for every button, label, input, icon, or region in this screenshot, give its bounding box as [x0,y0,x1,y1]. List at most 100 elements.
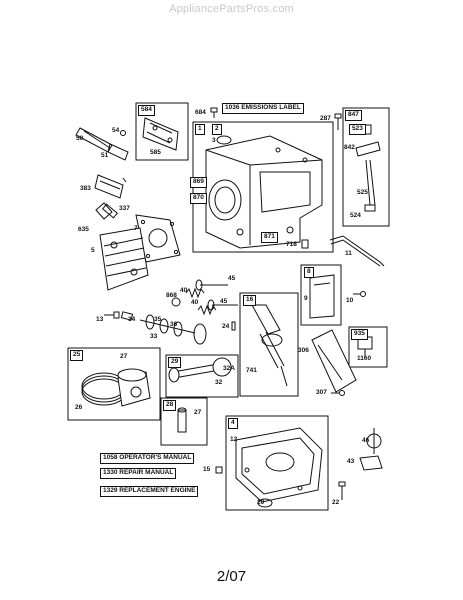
spark-plug-part [95,202,118,220]
callout-306: 306 [298,347,309,354]
callout-22: 22 [332,499,340,506]
callout-13: 13 [96,316,104,323]
callout-54: 54 [112,127,120,134]
key-24-part [231,321,236,331]
valve-spring-40a-part [185,287,205,299]
callout-7: 7 [134,225,138,232]
callout-870: 870 [190,193,207,204]
callout-36: 36 [170,321,178,328]
cover-plate-part [309,274,335,319]
repair-manual-box: 1330 REPAIR MANUAL [100,468,177,479]
page-number: 2/07 [216,568,247,585]
callout-28: 28 [163,400,177,411]
group-frame-4 [225,415,329,511]
callout-1: 1 [195,124,205,135]
replacement-engine-box: 1329 REPLACEMENT ENGINE [100,486,199,497]
callout-524: 524 [350,212,361,219]
callout-26: 26 [75,404,83,411]
cylinder-head-part [99,227,149,291]
callout-287: 287 [320,115,331,122]
wrist-pin-part [177,407,187,433]
callout-871: 871 [261,232,278,243]
site-watermark: AppliancePartsPros.com [169,3,294,15]
group-frame-8 [300,264,342,326]
camshaft-part [139,314,207,345]
sump-bolt-part [338,481,346,500]
group-frame-29 [165,354,239,398]
callout-32: 32 [215,379,223,386]
callout-869: 869 [190,177,207,188]
callout-50: 50 [76,135,84,142]
callout-51: 51 [101,152,109,159]
group-frame-16 [239,292,299,397]
callout-635: 635 [78,226,89,233]
callout-25: 25 [70,350,84,361]
callout-27-b: 27 [194,409,202,416]
callout-868: 868 [166,292,177,299]
callout-584: 584 [138,105,155,116]
callout-27-a: 27 [120,353,128,360]
screw-307-part [331,390,345,396]
callout-2: 2 [212,124,222,135]
group-frame-28 [160,397,208,446]
callout-12: 12 [230,436,238,443]
callout-741: 741 [246,367,257,374]
piston-part [117,368,151,407]
callout-32a: 32A [223,365,235,372]
callout-383: 383 [80,185,91,192]
crankshaft-part [251,304,288,387]
callout-24: 24 [222,323,230,330]
air-baffle-part [311,329,357,393]
o-ring-part [216,135,232,145]
emissions-label-box: 1036 EMISSIONS LABEL [222,103,304,114]
callout-33: 33 [150,333,158,340]
callout-46: 46 [362,437,370,444]
group-frame-847 [342,107,390,227]
engine-sump-part [235,427,323,503]
connecting-rod-part [168,357,232,383]
callout-525: 525 [357,189,368,196]
callout-20: 20 [257,499,265,506]
callout-43: 43 [347,458,355,465]
callout-34: 34 [128,316,136,323]
oil-seal-part [257,498,273,508]
callout-935: 935 [351,329,368,340]
callout-29: 29 [168,357,182,368]
callout-9: 9 [304,295,308,302]
callout-4: 4 [228,418,238,429]
bolt-10-part [353,291,366,297]
callout-5: 5 [91,247,95,254]
cylinder-block-part [205,135,323,249]
callout-40-b: 40 [191,299,199,306]
retainer-868-part [171,297,181,307]
callout-1160: 1160 [357,355,372,362]
callout-523: 523 [349,124,366,135]
group-frame-25 [67,347,161,421]
callout-718: 718 [286,241,297,248]
governor-link-part [329,235,385,267]
callout-684: 684 [195,109,206,116]
governor-gear-part [366,428,382,454]
tappet-part [120,311,134,321]
drain-plug-part [215,466,223,474]
screw-684-part [210,107,218,118]
dipstick-bracket-part [107,130,129,161]
fuel-pump-part [94,174,127,199]
callout-40-a: 40 [180,287,188,294]
valve-45a-part [195,279,228,291]
callout-11: 11 [345,250,352,257]
operators-manual-box: 1058 OPERATOR'S MANUAL [100,453,195,464]
group-frame-935 [348,326,388,368]
breather-assembly-part [142,117,179,151]
callout-15: 15 [203,466,211,473]
callout-8: 8 [304,267,314,278]
callout-10: 10 [346,297,354,304]
callout-842: 842 [344,144,355,151]
head-bolt-part [104,311,120,319]
group-frame-584 [135,102,189,161]
callout-16: 16 [243,295,257,306]
screw-287-part [334,113,342,130]
callout-45-a: 45 [228,275,236,282]
callout-307: 307 [316,389,327,396]
